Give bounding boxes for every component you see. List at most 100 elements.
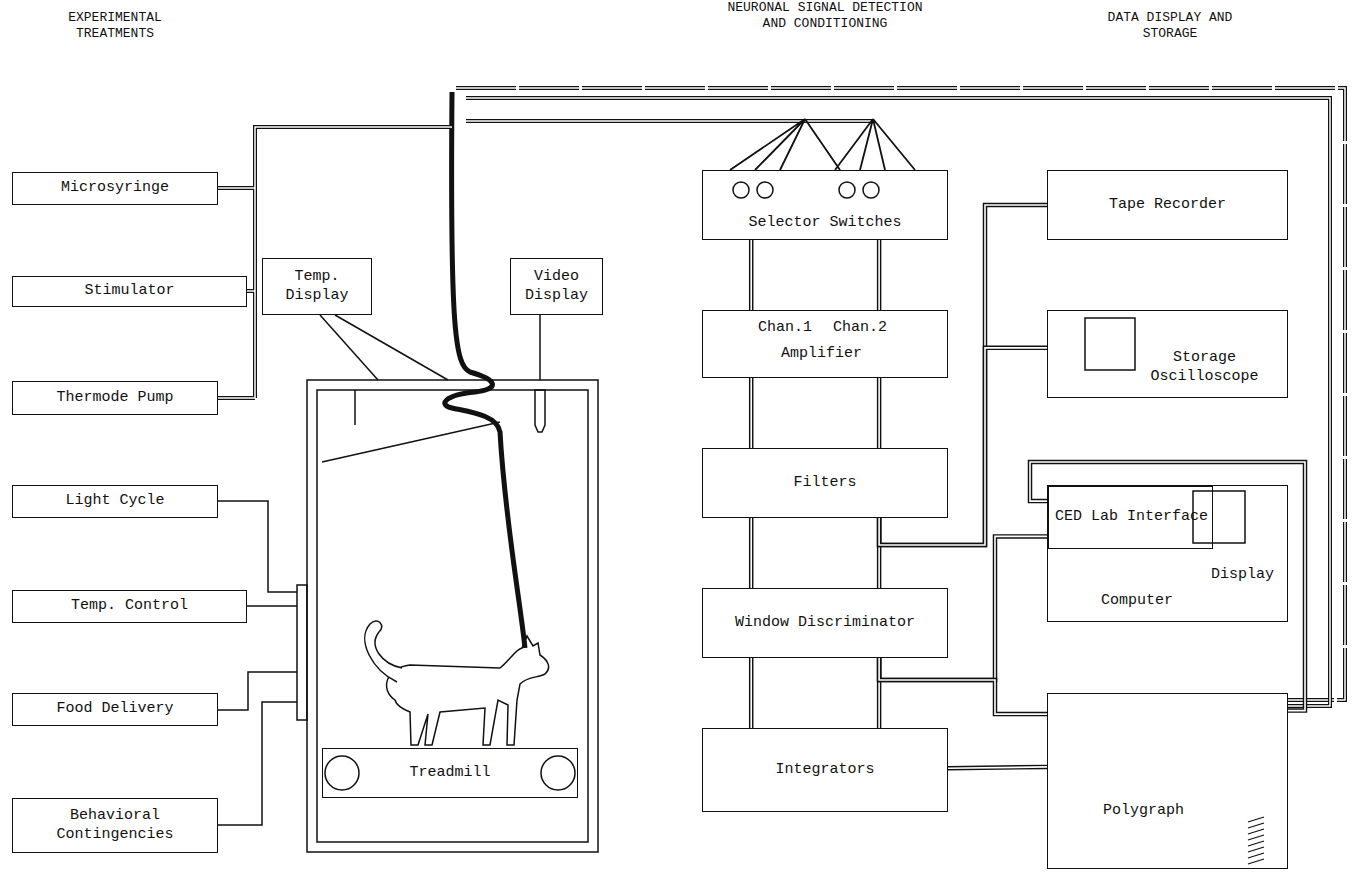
signal-line-core <box>750 240 752 310</box>
signal-line <box>879 658 1047 714</box>
chamber-wire <box>218 501 297 825</box>
treatment-wire <box>255 127 452 398</box>
recording-cable <box>445 92 525 648</box>
section-heading: NEURONAL SIGNAL DETECTION AND CONDITIONI… <box>690 0 960 31</box>
signal-line-outer <box>879 205 1047 545</box>
signal-line-outer <box>749 518 754 588</box>
signal-line-outer <box>749 658 754 728</box>
signal-line <box>751 240 752 310</box>
box-label: Display <box>1211 566 1274 585</box>
signal-line-outer <box>749 240 754 310</box>
section-heading: DATA DISPLAY AND STORAGE <box>1050 10 1290 41</box>
signal-line-core <box>879 658 1047 714</box>
signal-line <box>879 378 880 448</box>
box-label: Microsyringe <box>61 179 169 198</box>
selector-knob <box>757 182 773 198</box>
box-label: Temp. Display <box>269 268 365 306</box>
treadmill-box: Treadmill <box>322 748 578 798</box>
box-label: Video Display <box>517 268 596 306</box>
treatment-box: Stimulator <box>12 276 247 307</box>
box-label: Computer <box>1101 592 1173 611</box>
signal-line-outer <box>877 378 882 448</box>
signal-line-core <box>750 518 752 588</box>
box-label: Chan.2 <box>833 319 887 338</box>
box-label: Window Discriminator <box>735 614 915 633</box>
box-label: Temp. Control <box>71 597 188 616</box>
treatment-wire-core <box>218 127 452 398</box>
box-label: Chan.1 <box>758 319 812 338</box>
top-wire-core <box>466 120 873 122</box>
box-label: Food Delivery <box>56 700 173 719</box>
display-box: Temp. Display <box>262 258 372 315</box>
cat-tail <box>365 621 402 682</box>
top-wire <box>466 98 1330 706</box>
box-label: Storage Oscilloscope <box>1128 349 1281 387</box>
box-label: Treadmill <box>409 764 490 783</box>
treatment-box: Light Cycle <box>12 485 218 518</box>
process-box: Integrators <box>702 728 948 812</box>
box-label: Integrators <box>775 761 874 780</box>
box-label: Selector Switches <box>748 214 901 233</box>
selector-knob <box>863 182 879 198</box>
camera <box>535 390 545 432</box>
signal-line-core <box>1030 462 1305 711</box>
chamber-connector <box>297 585 307 720</box>
top-wire <box>466 119 873 123</box>
signal-line <box>751 518 752 588</box>
display-box: Video Display <box>510 258 603 315</box>
device-box: Tape Recorder <box>1047 170 1288 240</box>
signal-line-core <box>750 378 752 448</box>
treatment-box: Thermode Pump <box>12 381 218 415</box>
temp-wire <box>320 315 378 380</box>
box-label: Light Cycle <box>65 492 164 511</box>
selector-fan <box>730 119 915 170</box>
treatment-box: Food Delivery <box>12 693 218 726</box>
box-label: Tape Recorder <box>1109 196 1226 215</box>
chamber-inner <box>317 390 588 842</box>
signal-line <box>879 240 880 310</box>
device-box: DisplayComputerCED Lab Interface <box>1047 485 1288 622</box>
section-heading: EXPERIMENTAL TREATMENTS <box>12 10 218 41</box>
signal-line-core <box>878 378 880 448</box>
treatment-box: Microsyringe <box>12 172 218 205</box>
treatment-box: Behavioral Contingencies <box>12 798 218 853</box>
box-label: Polygraph <box>1103 802 1184 821</box>
signal-line-core <box>750 658 752 728</box>
signal-line-core <box>878 240 880 310</box>
signal-line-outer <box>877 240 882 310</box>
signal-line-core <box>879 536 1048 680</box>
box-label: Thermode Pump <box>56 389 173 408</box>
signal-line <box>948 767 1047 768</box>
signal-line <box>1030 462 1305 711</box>
process-box: Chan.1Chan.2Amplifier <box>702 310 948 378</box>
shelf <box>322 422 500 462</box>
cat <box>387 636 549 745</box>
box-label: Filters <box>793 474 856 493</box>
signal-line-core <box>879 205 1047 545</box>
signal-line <box>879 536 1048 680</box>
signal-line <box>879 205 1047 545</box>
video-wire <box>539 315 541 380</box>
box-label: Behavioral Contingencies <box>19 807 211 845</box>
roller <box>541 756 575 790</box>
signal-line-outer <box>879 658 1047 714</box>
shelf-post <box>354 390 356 425</box>
top-wire-core <box>466 98 1330 706</box>
signal-line-core <box>948 767 1047 768</box>
top-wire-core <box>456 88 1345 700</box>
signal-line-outer <box>749 378 754 448</box>
top-wire <box>456 88 1345 700</box>
roller <box>325 756 359 790</box>
selector-knob <box>839 182 855 198</box>
signal-line-outer <box>948 767 1047 768</box>
chamber-outer <box>307 380 598 852</box>
treatment-wire <box>218 188 255 398</box>
chart-paper <box>1248 817 1264 864</box>
oscilloscope-screen <box>1085 318 1135 370</box>
process-box: Window Discriminator <box>702 588 948 658</box>
signal-line-outer <box>1030 462 1305 711</box>
device-box: Storage Oscilloscope <box>1047 310 1288 398</box>
